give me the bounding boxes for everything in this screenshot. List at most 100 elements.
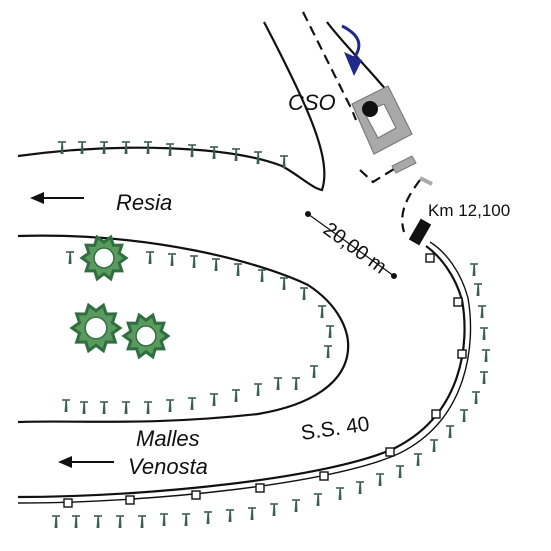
tree-symbol-icon [336,487,344,500]
tree-symbol-icon [210,146,218,159]
distance-dimension [305,211,398,280]
venosta-label: Venosta [128,454,208,479]
bush-icon [69,302,123,354]
guardrail-post-icon [191,490,201,500]
tree-symbol-icon [274,377,282,390]
tree-symbol-icon [212,258,220,271]
resia-label: Resia [116,190,172,215]
tree-symbol-icon [480,327,488,340]
left-arrow-icon [58,456,114,468]
tree-symbol-icon [188,144,196,157]
road-edge-inner [17,234,350,424]
guardrail-post-icon [255,483,265,493]
kilometer-marker-icon [408,218,432,246]
tree-symbol-icon [66,251,74,264]
tree-symbol-icon [310,365,318,378]
tree-symbol-icon [94,515,102,528]
guardrail-post-icon [385,447,395,457]
guardrail-post-icon [125,495,135,505]
bushes [69,234,171,360]
tree-symbol-icon [292,499,300,512]
connection-dashed-line [401,179,421,233]
tree-symbol-icon [474,283,482,296]
tree-symbol-icon [324,345,332,358]
tree-symbol-icon [182,513,190,526]
left-arrow-icon [30,192,84,204]
boundary-post-right [419,176,433,186]
vegetation-symbols [52,141,490,528]
tree-symbol-icon [460,409,468,422]
tree-symbol-icon [472,391,480,404]
tree-symbol-icon [318,305,326,318]
cso-manhole [362,101,378,117]
tree-symbol-icon [62,399,70,412]
tree-symbol-icon [470,263,478,276]
tree-symbol-icon [258,269,266,282]
tree-symbol-icon [100,401,108,414]
tree-symbol-icon [280,155,288,168]
tree-symbol-icon [138,515,146,528]
tree-symbol-icon [160,513,168,526]
guardrail-post-icon [457,349,467,359]
plot-boundary-dashed [359,163,403,184]
road-label: S.S. 40 [299,413,370,445]
tree-symbol-icon [376,473,384,486]
tree-symbol-icon [146,251,154,264]
malles-label: Malles [136,426,200,451]
tree-symbol-icon [314,493,322,506]
tree-symbol-icon [190,255,198,268]
cso-structure [351,85,433,186]
guardrail-post-icon [453,297,463,307]
guardrail-post-icon [319,471,329,481]
guardrail-post-icon [425,253,435,263]
tree-symbol-icon [300,287,308,300]
tree-symbol-icon [280,277,288,290]
tree-symbol-icon [292,377,300,390]
distance-label: 20,00 m [319,218,390,278]
tree-symbol-icon [254,151,262,164]
tree-symbol-icon [144,141,152,154]
tree-symbol-icon [166,399,174,412]
bush-icon [79,234,129,282]
tree-symbol-icon [232,389,240,402]
tree-symbol-icon [116,515,124,528]
guardrail-post-icon [431,409,441,419]
guardrail-posts [63,253,467,508]
guardrail-post-icon [63,498,73,508]
tree-symbol-icon [58,141,66,154]
tree-symbol-icon [210,393,218,406]
km-label: Km 12,100 [428,201,510,220]
tree-symbol-icon [226,509,234,522]
dashed-lines [302,11,421,233]
road-edge-upper [17,21,326,192]
tree-symbol-icon [100,141,108,154]
tree-symbol-icon [144,401,152,414]
tree-symbol-icon [204,511,212,524]
tree-symbol-icon [480,371,488,384]
tree-symbol-icon [122,141,130,154]
tree-symbol-icon [414,453,422,466]
tree-symbol-icon [396,465,404,478]
tree-symbol-icon [356,481,364,494]
tree-symbol-icon [482,349,490,362]
cso-chamber [351,85,413,155]
tree-symbol-icon [248,507,256,520]
tree-symbol-icon [232,148,240,161]
tree-symbol-icon [430,439,438,452]
curved-flow-arrow-icon [341,24,362,76]
tree-symbol-icon [254,383,262,396]
tree-symbol-icon [122,401,130,414]
tree-symbol-icon [446,425,454,438]
tree-symbol-icon [188,397,196,410]
road-edge-outer [17,245,466,499]
cso-outlet-pipe [391,155,417,174]
tree-symbol-icon [270,503,278,516]
road-edges [17,21,466,499]
tree-symbol-icon [234,263,242,276]
bush-icon [121,312,171,360]
tree-symbol-icon [52,515,60,528]
cso-label: CSO [288,90,336,115]
tree-symbol-icon [78,141,86,154]
